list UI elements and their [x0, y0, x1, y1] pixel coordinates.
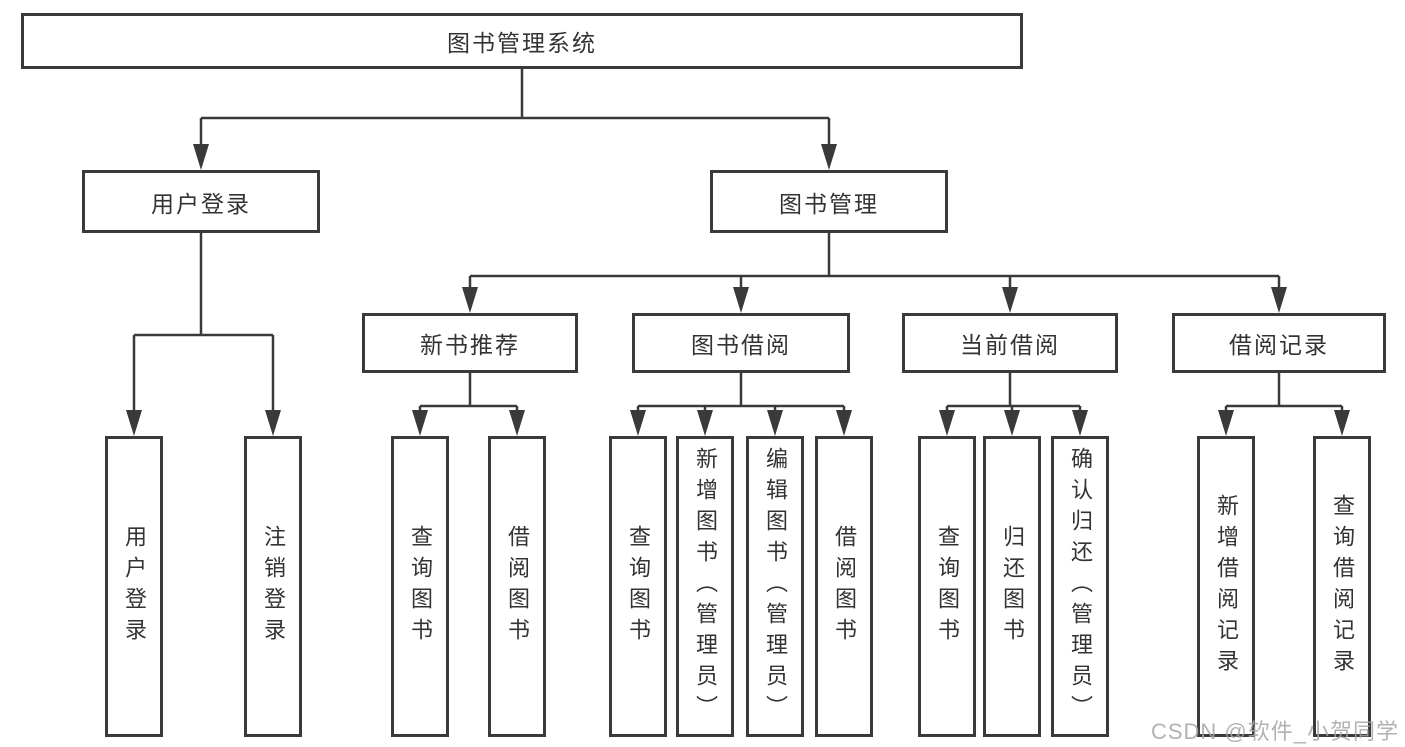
connector-root-to-level2: [193, 69, 837, 170]
leaf-borrow-books-label: 借阅图书: [832, 524, 857, 649]
leaf-borrow-books: 借阅图书: [815, 436, 873, 737]
node-book-mgmt-label: 图书管理: [779, 190, 879, 217]
node-borrow-record: 借阅记录: [1172, 313, 1386, 373]
connector-current-borrow-to-leaves: [939, 373, 1088, 436]
connector-borrow-record-to-leaves: [1218, 373, 1350, 436]
leaf-query-borrow-record-label: 查询借阅记录: [1330, 493, 1355, 680]
leaf-query-books-borrow: 查询图书: [609, 436, 667, 737]
node-current-borrow: 当前借阅: [902, 313, 1118, 373]
leaf-query-books-borrow-label: 查询图书: [626, 524, 651, 649]
leaf-borrow-books-recommend-label: 借阅图书: [505, 524, 530, 649]
leaf-query-books-current: 查询图书: [918, 436, 976, 737]
leaf-edit-books-admin: 编辑图书（管理员）: [746, 436, 804, 737]
node-root-label: 图书管理系统: [447, 30, 597, 56]
leaf-borrow-books-recommend: 借阅图书: [488, 436, 546, 737]
node-current-borrow-label: 当前借阅: [960, 332, 1060, 358]
node-book-borrow: 图书借阅: [632, 313, 850, 373]
node-book-mgmt: 图书管理: [710, 170, 948, 233]
node-user-login: 用户登录: [82, 170, 320, 233]
leaf-confirm-return-admin-label: 确认归还（管理员）: [1068, 447, 1093, 726]
node-new-book-recommend-label: 新书推荐: [420, 332, 520, 358]
leaf-query-books-recommend: 查询图书: [391, 436, 449, 737]
csdn-watermark: CSDN @软件_小贺同学: [1150, 719, 1399, 744]
node-new-book-recommend: 新书推荐: [362, 313, 578, 373]
leaf-add-borrow-record-label: 新增借阅记录: [1214, 493, 1239, 680]
leaf-return-books: 归还图书: [983, 436, 1041, 737]
leaf-return-books-label: 归还图书: [1000, 524, 1025, 649]
leaf-user-login-label: 用户登录: [122, 524, 147, 649]
leaf-user-login: 用户登录: [105, 436, 163, 737]
leaf-query-books-current-label: 查询图书: [935, 524, 960, 649]
leaf-logout-label: 注销登录: [261, 524, 286, 649]
connector-new-book-rec-to-leaves: [412, 373, 525, 436]
leaf-query-borrow-record: 查询借阅记录: [1313, 436, 1371, 737]
leaf-edit-books-admin-label: 编辑图书（管理员）: [763, 447, 788, 726]
leaf-add-books-admin-label: 新增图书（管理员）: [693, 447, 718, 726]
node-root-system: 图书管理系统: [21, 13, 1023, 69]
leaf-add-books-admin: 新增图书（管理员）: [676, 436, 734, 737]
node-borrow-record-label: 借阅记录: [1229, 332, 1329, 358]
node-user-login-label: 用户登录: [151, 190, 251, 217]
leaf-confirm-return-admin: 确认归还（管理员）: [1051, 436, 1109, 737]
leaf-add-borrow-record: 新增借阅记录: [1197, 436, 1255, 737]
connector-user-login-to-leaves: [126, 233, 281, 436]
leaf-query-books-recommend-label: 查询图书: [408, 524, 433, 649]
connector-book-mgmt-to-level3: [462, 233, 1287, 313]
leaf-logout: 注销登录: [244, 436, 302, 737]
node-book-borrow-label: 图书借阅: [691, 332, 791, 358]
connector-book-borrow-to-leaves: [630, 373, 852, 436]
